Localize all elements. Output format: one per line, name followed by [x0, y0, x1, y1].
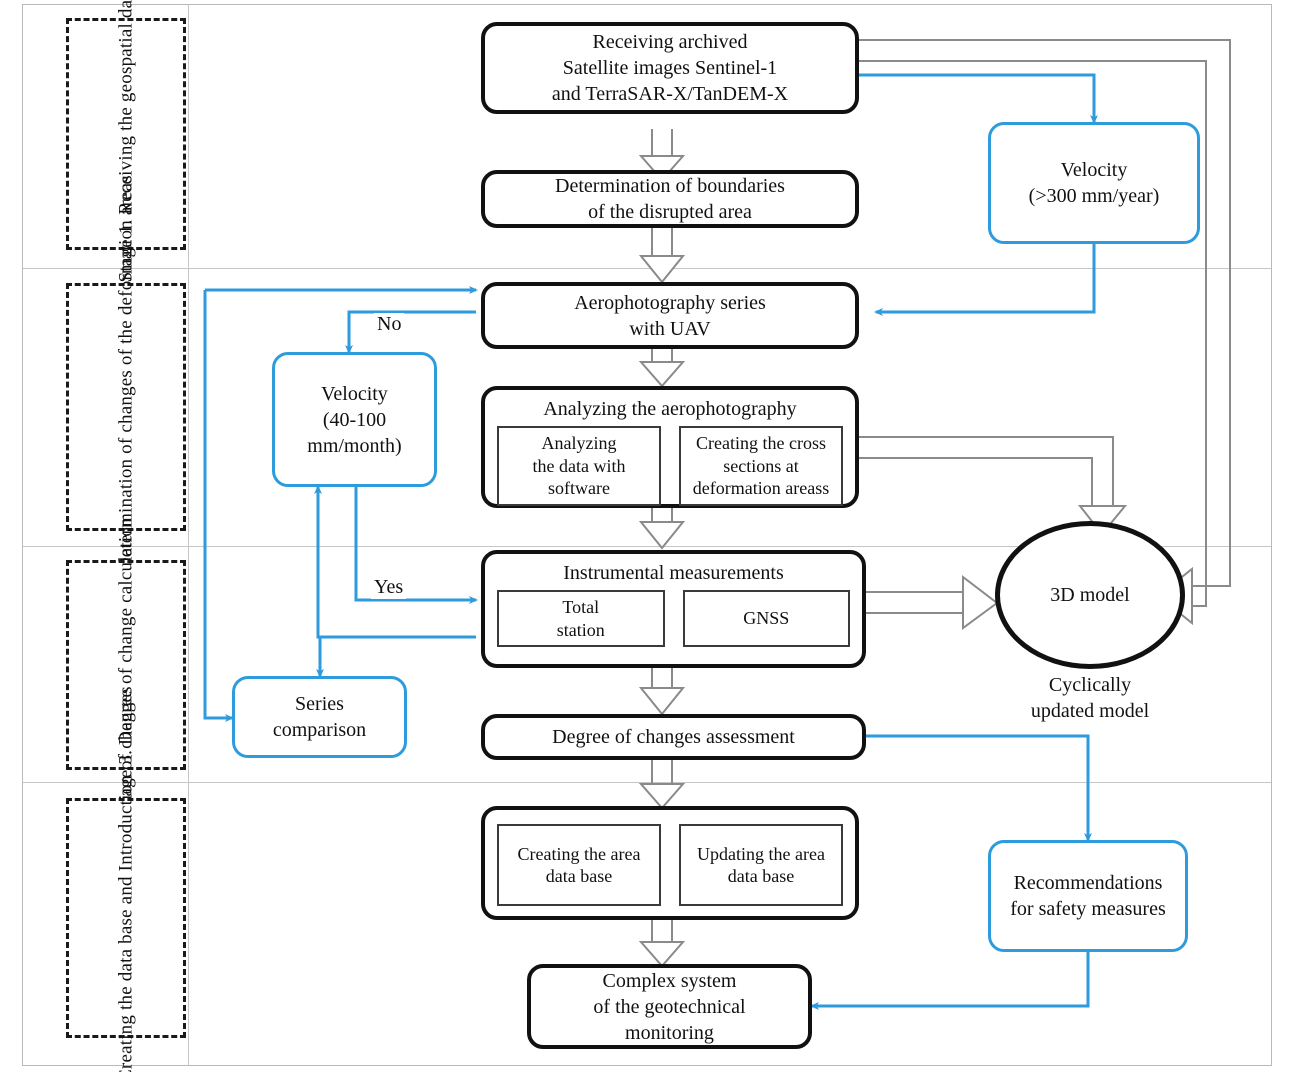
node-3d-model-label: 3D model: [1050, 584, 1130, 606]
node-data-base[interactable]: Creating the area data base Updating the…: [481, 806, 859, 920]
node-3d-model[interactable]: 3D model: [995, 521, 1185, 669]
stage-label-4: Stage 4. Creating the data base and Intr…: [66, 686, 186, 1072]
node-velocity-month[interactable]: Velocity (40-100 mm/month): [272, 352, 437, 487]
stage-divider-3: [23, 782, 1271, 783]
subbox-total-station[interactable]: Total station: [497, 590, 665, 647]
node-recommendations[interactable]: Recommendations for safety measures: [988, 840, 1188, 952]
node-degree-assessment-label: Degree of changes assessment: [552, 726, 795, 748]
node-velocity-year-label: Velocity (>300 mm/year): [1028, 159, 1160, 207]
stage-column-divider: [188, 5, 189, 1065]
stage-divider-1: [23, 268, 1271, 269]
subbox-creating-cross-sections[interactable]: Creating the cross sections at deformati…: [679, 426, 843, 506]
caption-cyclically-updated-model: Cyclically updated model: [1030, 674, 1150, 722]
node-velocity-year[interactable]: Velocity (>300 mm/year): [988, 122, 1200, 244]
node-receiving-satellite[interactable]: Receiving archived Satellite images Sent…: [481, 22, 859, 114]
diagram-frame: [22, 4, 1272, 1066]
node-aerophotography-label: Aerophotography series with UAV: [574, 291, 766, 340]
stage-label-4-text: Stage 4. Creating the data base and Intr…: [115, 686, 137, 1072]
node-instrumental-subrow: Total station GNSS: [497, 590, 850, 647]
branch-label-no: No: [374, 313, 405, 336]
node-series-comparison-label: Series comparison: [272, 693, 367, 741]
branch-label-yes: Yes: [371, 576, 407, 599]
node-instrumental-measurements[interactable]: Instrumental measurements Total station …: [481, 550, 866, 668]
node-receiving-satellite-label: Receiving archived Satellite images Sent…: [551, 31, 789, 105]
node-complex-system-label: Complex system of the geotechnical monit…: [593, 969, 746, 1044]
subbox-creating-area-data-base[interactable]: Creating the area data base: [497, 824, 661, 906]
node-analyzing-subrow: Analyzing the data with software Creatin…: [497, 426, 843, 506]
node-boundaries-label: Determination of boundaries of the disru…: [555, 175, 785, 223]
node-analyzing-aerophotography[interactable]: Analyzing the aerophotography Analyzing …: [481, 386, 859, 508]
subbox-gnss[interactable]: GNSS: [682, 590, 850, 647]
node-aerophotography[interactable]: Aerophotography series with UAV: [481, 282, 859, 349]
subbox-analyzing-data-software[interactable]: Analyzing the data with software: [497, 426, 661, 506]
stage-label-3: Stage 3. Degree of change calculation: [66, 517, 186, 813]
node-analyzing-header: Analyzing the aerophotography: [543, 398, 797, 420]
node-boundaries[interactable]: Determination of boundaries of the disru…: [481, 170, 859, 228]
stage-label-1: Stage 1. Receiving the geospatial data: [66, 0, 186, 282]
node-data-base-subrow: Creating the area data base Updating the…: [497, 824, 843, 906]
node-degree-assessment[interactable]: Degree of changes assessment: [481, 714, 866, 760]
node-velocity-month-label: Velocity (40-100 mm/month): [307, 382, 402, 457]
node-series-comparison[interactable]: Series comparison: [232, 676, 407, 758]
stage-label-2: Stage 2. Determination of changes of the…: [66, 175, 186, 639]
node-instrumental-header: Instrumental measurements: [563, 562, 784, 584]
node-complex-system[interactable]: Complex system of the geotechnical monit…: [527, 964, 812, 1049]
node-recommendations-label: Recommendations for safety measures: [1010, 872, 1166, 920]
subbox-updating-area-data-base[interactable]: Updating the area data base: [679, 824, 843, 906]
